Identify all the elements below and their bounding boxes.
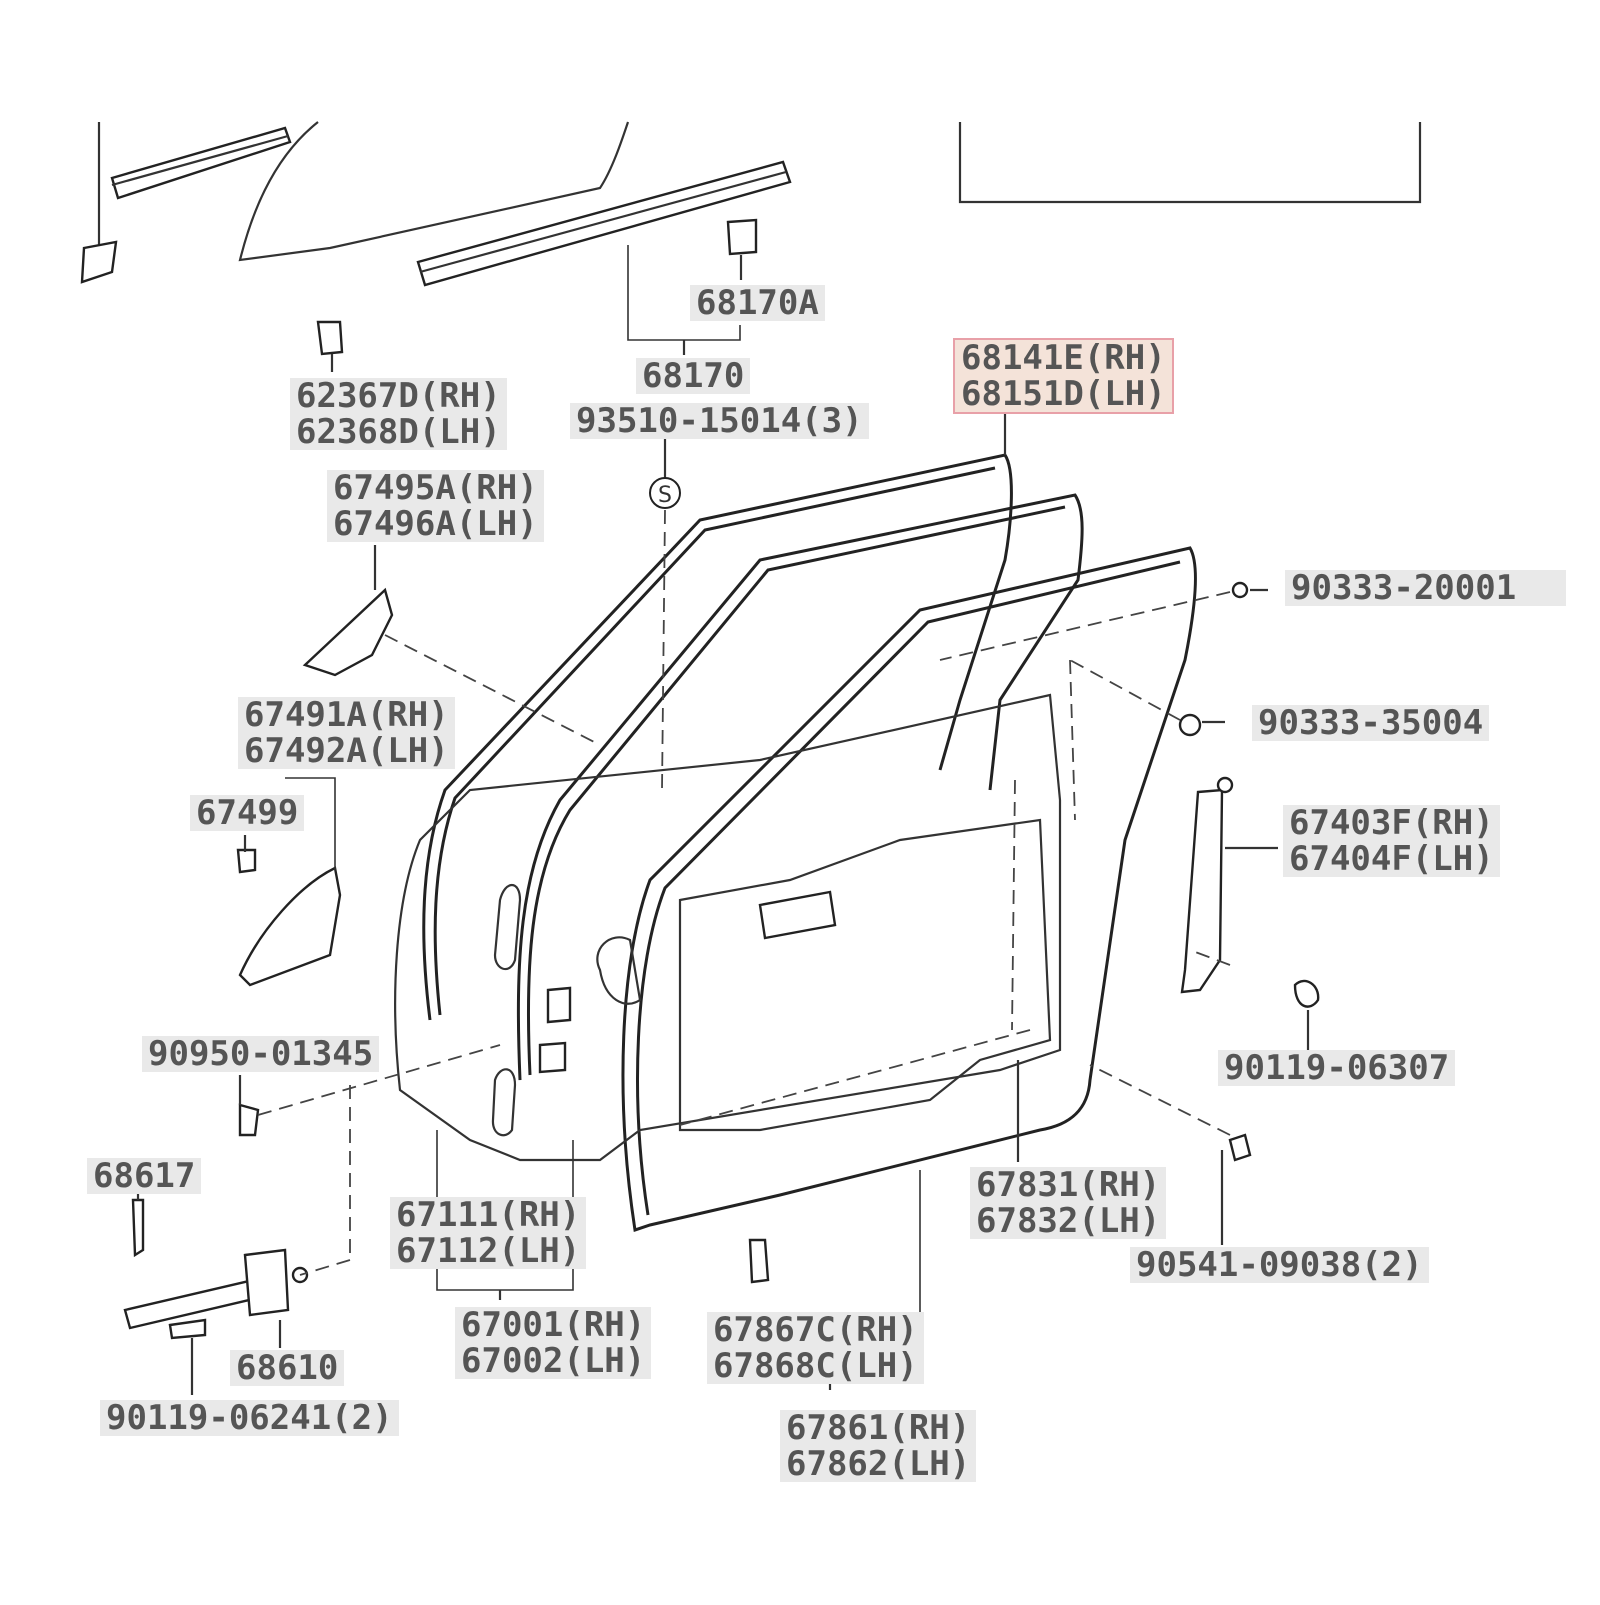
callout-line: 67002(LH): [461, 1341, 646, 1381]
callout-line: 90541-09038(2): [1136, 1245, 1423, 1285]
callout-90119-06241: 90119-06241(2): [100, 1400, 399, 1436]
callout-90333-35004: 90333-35004: [1252, 703, 1490, 743]
upper-window-trim: [80, 121, 792, 355]
callout-line: 90333-35004: [1258, 703, 1484, 743]
callout-67495a: 67495A(RH) 67496A(LH): [327, 470, 544, 542]
callout-68141e-highlighted: 68141E(RH) 68151D(LH): [953, 338, 1174, 414]
callout-67499: 67499: [190, 793, 305, 833]
callout-line: 67491A(RH): [244, 695, 449, 735]
callout-line: 62367D(RH): [296, 376, 501, 416]
dashed-assembly-lines: [257, 509, 1231, 1276]
callout-line: 62368D(LH): [296, 412, 501, 452]
callout-62367d: 62367D(RH) 62368D(LH): [290, 378, 507, 450]
callout-line: 67112(LH): [396, 1231, 581, 1271]
callout-90333-20001: 90333-20001: [1285, 568, 1567, 608]
clip-62367d: [316, 320, 344, 372]
callout-line: 67495A(RH): [333, 468, 538, 508]
callout-line: 93510-15014(3): [576, 401, 863, 441]
callout-line: 68610: [236, 1348, 339, 1388]
callout-93510-15014: 93510-15014(3): [570, 403, 869, 439]
inset-box: [958, 122, 1422, 204]
callout-68610: 68610: [230, 1348, 345, 1388]
symbol-s-text: S: [658, 483, 672, 508]
callout-line: 67499: [196, 793, 299, 833]
callout-90541-09038: 90541-09038(2): [1130, 1247, 1429, 1283]
callout-line: 67492A(LH): [244, 731, 449, 771]
callout-90950-01345: 90950-01345: [142, 1034, 380, 1074]
callout-line: 90119-06307: [1224, 1048, 1450, 1088]
callout-line: 68170: [642, 356, 745, 396]
rear-channel: [1178, 581, 1320, 1245]
callout-line: 67001(RH): [461, 1305, 646, 1345]
callout-67867c: 67867C(RH) 67868C(LH): [707, 1312, 924, 1384]
symbol-s: S: [649, 477, 681, 509]
callout-67831: 67831(RH) 67832(LH): [970, 1165, 1167, 1241]
callout-line: 90119-06241(2): [106, 1398, 393, 1438]
callout-67403f: 67403F(RH) 67404F(LH): [1283, 805, 1500, 877]
callout-68170a: 68170A: [690, 285, 825, 321]
callout-line: 90950-01345: [148, 1034, 374, 1074]
callout-line: 67404F(LH): [1289, 839, 1494, 879]
callout-67491a: 67491A(RH) 67492A(LH): [238, 697, 455, 769]
callout-90119-06307: 90119-06307: [1218, 1048, 1456, 1088]
callout-line: 68617: [93, 1156, 196, 1196]
callout-line: 67403F(RH): [1289, 803, 1494, 843]
door-check-assembly: [123, 1075, 309, 1395]
callout-67111: 67111(RH) 67112(LH): [390, 1195, 587, 1271]
door-shell: [394, 693, 1062, 1162]
callout-line: 67862(LH): [786, 1444, 971, 1484]
door-weatherstrips: [422, 453, 1197, 1232]
callout-line: 67868C(LH): [713, 1346, 918, 1386]
callout-line: 67111(RH): [396, 1195, 581, 1235]
callout-67001: 67001(RH) 67002(LH): [455, 1305, 652, 1381]
callout-line: 67832(LH): [976, 1201, 1161, 1241]
callout-68170: 68170: [636, 356, 751, 396]
callout-line: 67861(RH): [786, 1408, 971, 1448]
callout-67861: 67861(RH) 67862(LH): [780, 1408, 977, 1484]
callout-68617: 68617: [87, 1156, 202, 1196]
callout-line: 67496A(LH): [333, 504, 538, 544]
corner-pieces: [236, 545, 394, 987]
callout-line: 90333-20001: [1291, 568, 1517, 608]
callout-line: 68151D(LH): [961, 374, 1166, 414]
callout-line: 68170A: [696, 283, 819, 323]
callout-line: 67831(RH): [976, 1165, 1161, 1205]
callout-line: 68141E(RH): [961, 338, 1166, 378]
callout-line: 67867C(RH): [713, 1310, 918, 1350]
